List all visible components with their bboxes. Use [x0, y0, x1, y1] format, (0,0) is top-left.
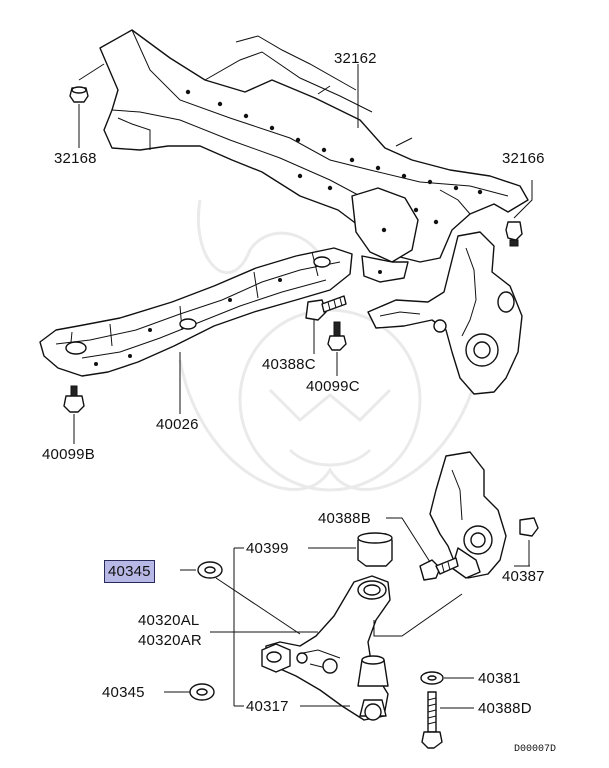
- washer-40345-lower: [164, 683, 215, 701]
- bolt-40388D: [421, 691, 474, 749]
- front-crossmember: [99, 29, 529, 283]
- bolt-40388C: [305, 295, 347, 354]
- part-label-40099B[interactable]: 40099B: [42, 446, 95, 463]
- part-label-40099C[interactable]: 40099C: [306, 378, 360, 395]
- bracket-40399-40317: [233, 547, 244, 707]
- lower-control-arm: [261, 575, 391, 721]
- watermark: [178, 199, 482, 492]
- bolt-32168: [69, 63, 105, 148]
- connector-washer-arm: [215, 577, 301, 635]
- rear-crossmember-bracket: [39, 247, 353, 377]
- steering-knuckle-upper: [367, 231, 523, 395]
- diagram-reference-code: D00007D: [514, 744, 557, 755]
- bolt-32166: [505, 180, 533, 247]
- part-label-32162[interactable]: 32162: [334, 50, 377, 67]
- part-label-40320AR[interactable]: 40320AR: [138, 632, 202, 649]
- part-label-40381[interactable]: 40381: [478, 670, 521, 687]
- part-label-40345-highlighted[interactable]: 40345: [104, 560, 155, 583]
- bolt-40387: [519, 517, 539, 566]
- washer-40345-upper: [180, 561, 223, 579]
- part-label-32168[interactable]: 32168: [54, 150, 97, 167]
- part-label-40388C[interactable]: 40388C: [262, 356, 316, 373]
- part-label-40345[interactable]: 40345: [102, 684, 145, 701]
- bolt-40099C: [327, 321, 347, 376]
- connector-arm-knuckle: [373, 593, 463, 637]
- bushing-40399: [308, 532, 393, 567]
- part-label-32166[interactable]: 32166: [502, 150, 545, 167]
- part-label-40387[interactable]: 40387: [502, 568, 545, 585]
- bolt-40099B: [63, 385, 85, 444]
- washer-40381: [420, 671, 474, 685]
- steering-knuckle-lower: [429, 451, 507, 579]
- part-label-40317[interactable]: 40317: [246, 698, 289, 715]
- part-label-40399[interactable]: 40399: [246, 540, 289, 557]
- part-label-40388B[interactable]: 40388B: [318, 510, 371, 527]
- part-label-40388D[interactable]: 40388D: [478, 700, 532, 717]
- bolt-40388B: [386, 517, 459, 581]
- part-label-40026[interactable]: 40026: [156, 416, 199, 433]
- part-label-40320AL[interactable]: 40320AL: [138, 612, 200, 629]
